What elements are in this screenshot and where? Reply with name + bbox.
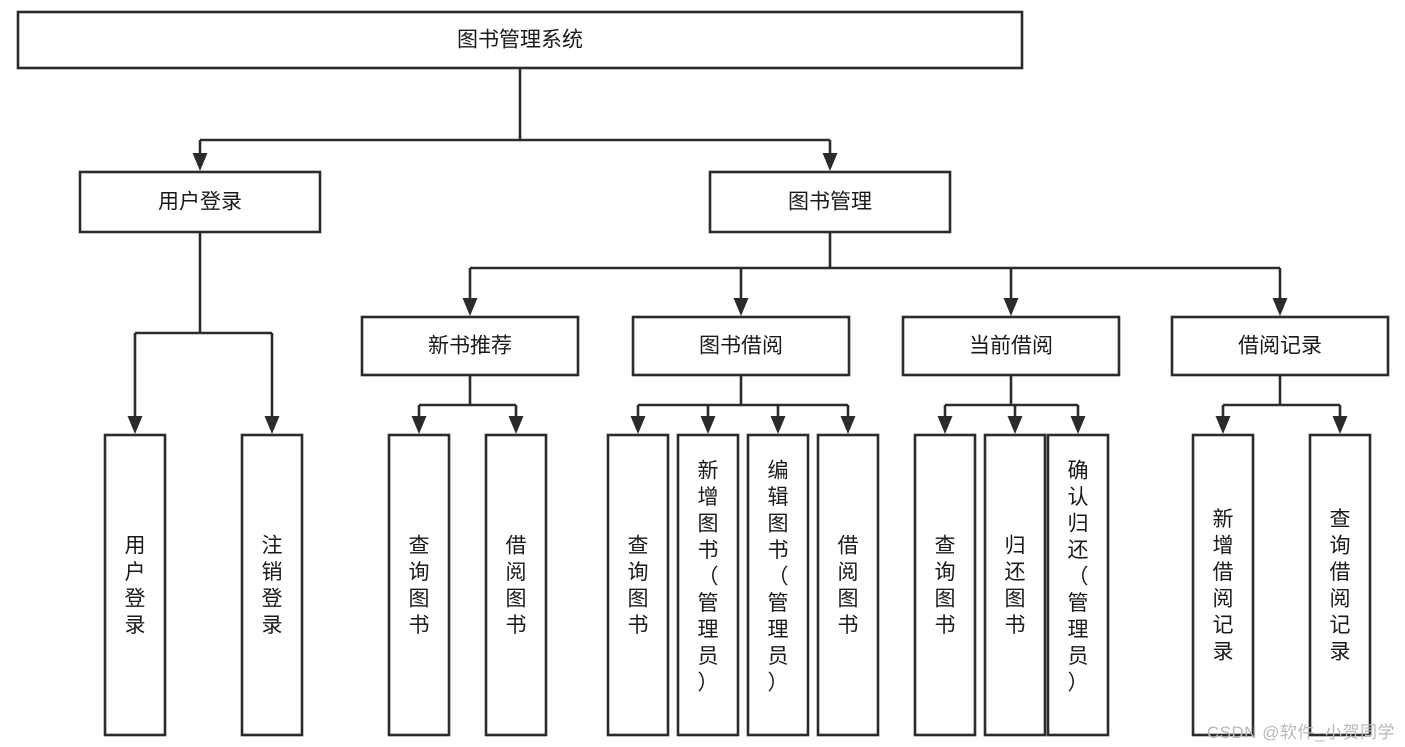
arrow-head-icon: [733, 298, 749, 316]
node-box: [676, 433, 740, 737]
node-box: [816, 433, 880, 737]
arrow-head-icon: [192, 153, 208, 171]
node-box: [484, 433, 548, 737]
node-label: 图书管理: [788, 191, 872, 214]
arrow-head-icon: [1070, 416, 1086, 434]
node-box: [746, 433, 810, 737]
node-leaf-query-record[interactable]: 查询借阅记录: [1308, 433, 1372, 737]
node-current-borrow[interactable]: 当前借阅: [901, 315, 1121, 377]
node-new-book-rec[interactable]: 新书推荐: [360, 315, 580, 377]
node-label: 编辑图书（管理员）: [768, 460, 789, 695]
node-box: [103, 433, 167, 737]
arrow-head-icon: [630, 416, 646, 434]
connector-layer: [127, 68, 1348, 434]
arrow-head-icon: [770, 416, 786, 434]
node-label: 借阅图书: [838, 535, 859, 638]
node-label: 当前借阅: [969, 335, 1053, 358]
node-leaf-add-book[interactable]: 新增图书（管理员）: [676, 433, 740, 737]
node-box: [1308, 433, 1372, 737]
node-leaf-user-login[interactable]: 用户登录: [103, 433, 167, 737]
node-label: 图书管理系统: [457, 29, 583, 52]
node-box: [1191, 433, 1255, 737]
node-layer: 图书管理系统用户登录图书管理新书推荐图书借阅当前借阅借阅记录用户登录注销登录查询…: [16, 10, 1390, 737]
node-leaf-return-book[interactable]: 归还图书: [983, 433, 1047, 737]
node-box: [387, 433, 451, 737]
arrow-head-icon: [1332, 416, 1348, 434]
node-box: [901, 315, 1121, 377]
arrow-head-icon: [1272, 298, 1288, 316]
node-leaf-query-book-3[interactable]: 查询图书: [913, 433, 977, 737]
arrow-head-icon: [840, 416, 856, 434]
node-leaf-query-book-2[interactable]: 查询图书: [606, 433, 670, 737]
arrow-head-icon: [822, 153, 838, 171]
node-label: 图书借阅: [699, 335, 783, 358]
arrow-head-icon: [508, 416, 524, 434]
node-box: [983, 433, 1047, 737]
node-root[interactable]: 图书管理系统: [16, 10, 1024, 70]
node-label: 查询图书: [935, 535, 956, 638]
node-label: 归还图书: [1005, 535, 1026, 638]
node-box: [631, 315, 851, 377]
arrow-head-icon: [700, 416, 716, 434]
node-label: 新书推荐: [428, 335, 512, 358]
node-box: [16, 10, 1024, 70]
arrow-head-icon: [411, 416, 427, 434]
node-leaf-edit-book[interactable]: 编辑图书（管理员）: [746, 433, 810, 737]
node-box: [606, 433, 670, 737]
arrow-head-icon: [937, 416, 953, 434]
node-leaf-query-book-1[interactable]: 查询图书: [387, 433, 451, 737]
csdn-watermark: CSDN @软件_小贺同学: [1206, 723, 1395, 742]
node-label: 用户登录: [125, 535, 146, 638]
arrow-head-icon: [1003, 298, 1019, 316]
node-book-borrow[interactable]: 图书借阅: [631, 315, 851, 377]
node-label: 借阅记录: [1238, 335, 1322, 358]
node-user-login[interactable]: 用户登录: [78, 170, 322, 234]
node-leaf-add-record[interactable]: 新增借阅记录: [1191, 433, 1255, 737]
node-leaf-confirm-return[interactable]: 确认归还（管理员）: [1046, 433, 1110, 737]
node-label: 借阅图书: [506, 535, 527, 638]
node-label: 新增借阅记录: [1213, 508, 1234, 664]
arrow-head-icon: [1007, 416, 1023, 434]
node-box: [708, 170, 952, 234]
arrow-head-icon: [1215, 416, 1231, 434]
arrow-head-icon: [264, 416, 280, 434]
node-borrow-record[interactable]: 借阅记录: [1170, 315, 1390, 377]
node-box: [78, 170, 322, 234]
node-label: 确认归还（管理员）: [1068, 460, 1089, 695]
node-label: 新增图书（管理员）: [698, 460, 719, 695]
node-book-manage[interactable]: 图书管理: [708, 170, 952, 234]
node-box: [240, 433, 304, 737]
node-box: [913, 433, 977, 737]
node-label: 注销登录: [262, 535, 283, 638]
node-leaf-borrow-book-2[interactable]: 借阅图书: [816, 433, 880, 737]
node-box: [1046, 433, 1110, 737]
node-label: 查询借阅记录: [1330, 508, 1351, 664]
node-label: 查询图书: [628, 535, 649, 638]
node-box: [360, 315, 580, 377]
node-label: 查询图书: [409, 535, 430, 638]
arrow-head-icon: [462, 298, 478, 316]
node-leaf-logout[interactable]: 注销登录: [240, 433, 304, 737]
node-box: [1170, 315, 1390, 377]
node-label: 用户登录: [158, 191, 242, 214]
arrow-head-icon: [127, 416, 143, 434]
node-leaf-borrow-book-1[interactable]: 借阅图书: [484, 433, 548, 737]
